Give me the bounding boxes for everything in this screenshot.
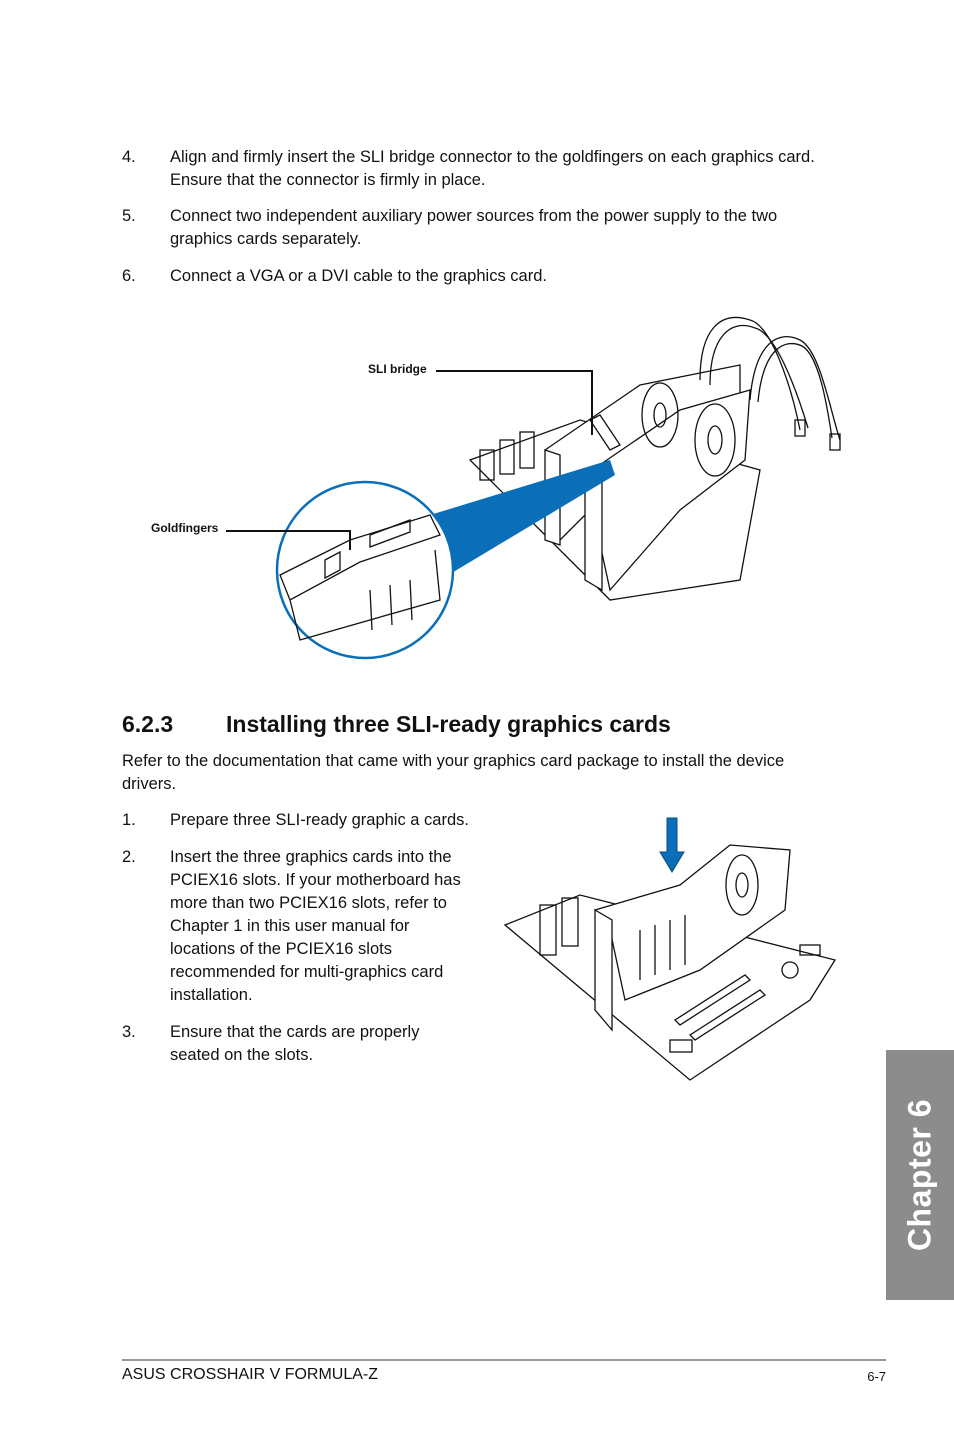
section-number: 6.2.3 — [122, 711, 174, 737]
footer-divider — [122, 1359, 886, 1361]
step-number: 5. — [122, 207, 136, 225]
footer-product-name: ASUS CROSSHAIR V FORMULA-Z — [122, 1366, 379, 1383]
step-text: Align and firmly insert the SLI bridge c… — [170, 148, 815, 189]
step-text: Ensure that the cards are properly seate… — [170, 1023, 420, 1064]
section-intro: Refer to the documentation that came wit… — [122, 752, 785, 793]
step-number: 2. — [122, 848, 136, 866]
chapter-tab-label: Chapter 6 — [901, 1098, 938, 1252]
chapter-tab: Chapter 6 — [886, 1050, 954, 1300]
goldfingers-label: Goldfingers — [151, 521, 219, 535]
step-number: 4. — [122, 148, 136, 166]
step-text: Insert the three graphics cards into the… — [170, 848, 461, 1004]
sli-bridge-illustration — [226, 316, 841, 660]
card-install-illustration — [503, 817, 837, 1081]
step-text: Prepare three SLI-ready graphic a cards. — [170, 811, 469, 829]
step-text: Connect a VGA or a DVI cable to the grap… — [170, 267, 547, 285]
step-text: Connect two independent auxiliary power … — [170, 207, 778, 248]
step-number: 1. — [122, 811, 136, 829]
step-number: 3. — [122, 1023, 136, 1041]
sli-bridge-label: SLI bridge — [368, 362, 427, 376]
section-title: Installing three SLI-ready graphics card… — [226, 711, 671, 737]
step-number: 6. — [122, 267, 136, 285]
footer-page-number: 6-7 — [867, 1369, 886, 1384]
